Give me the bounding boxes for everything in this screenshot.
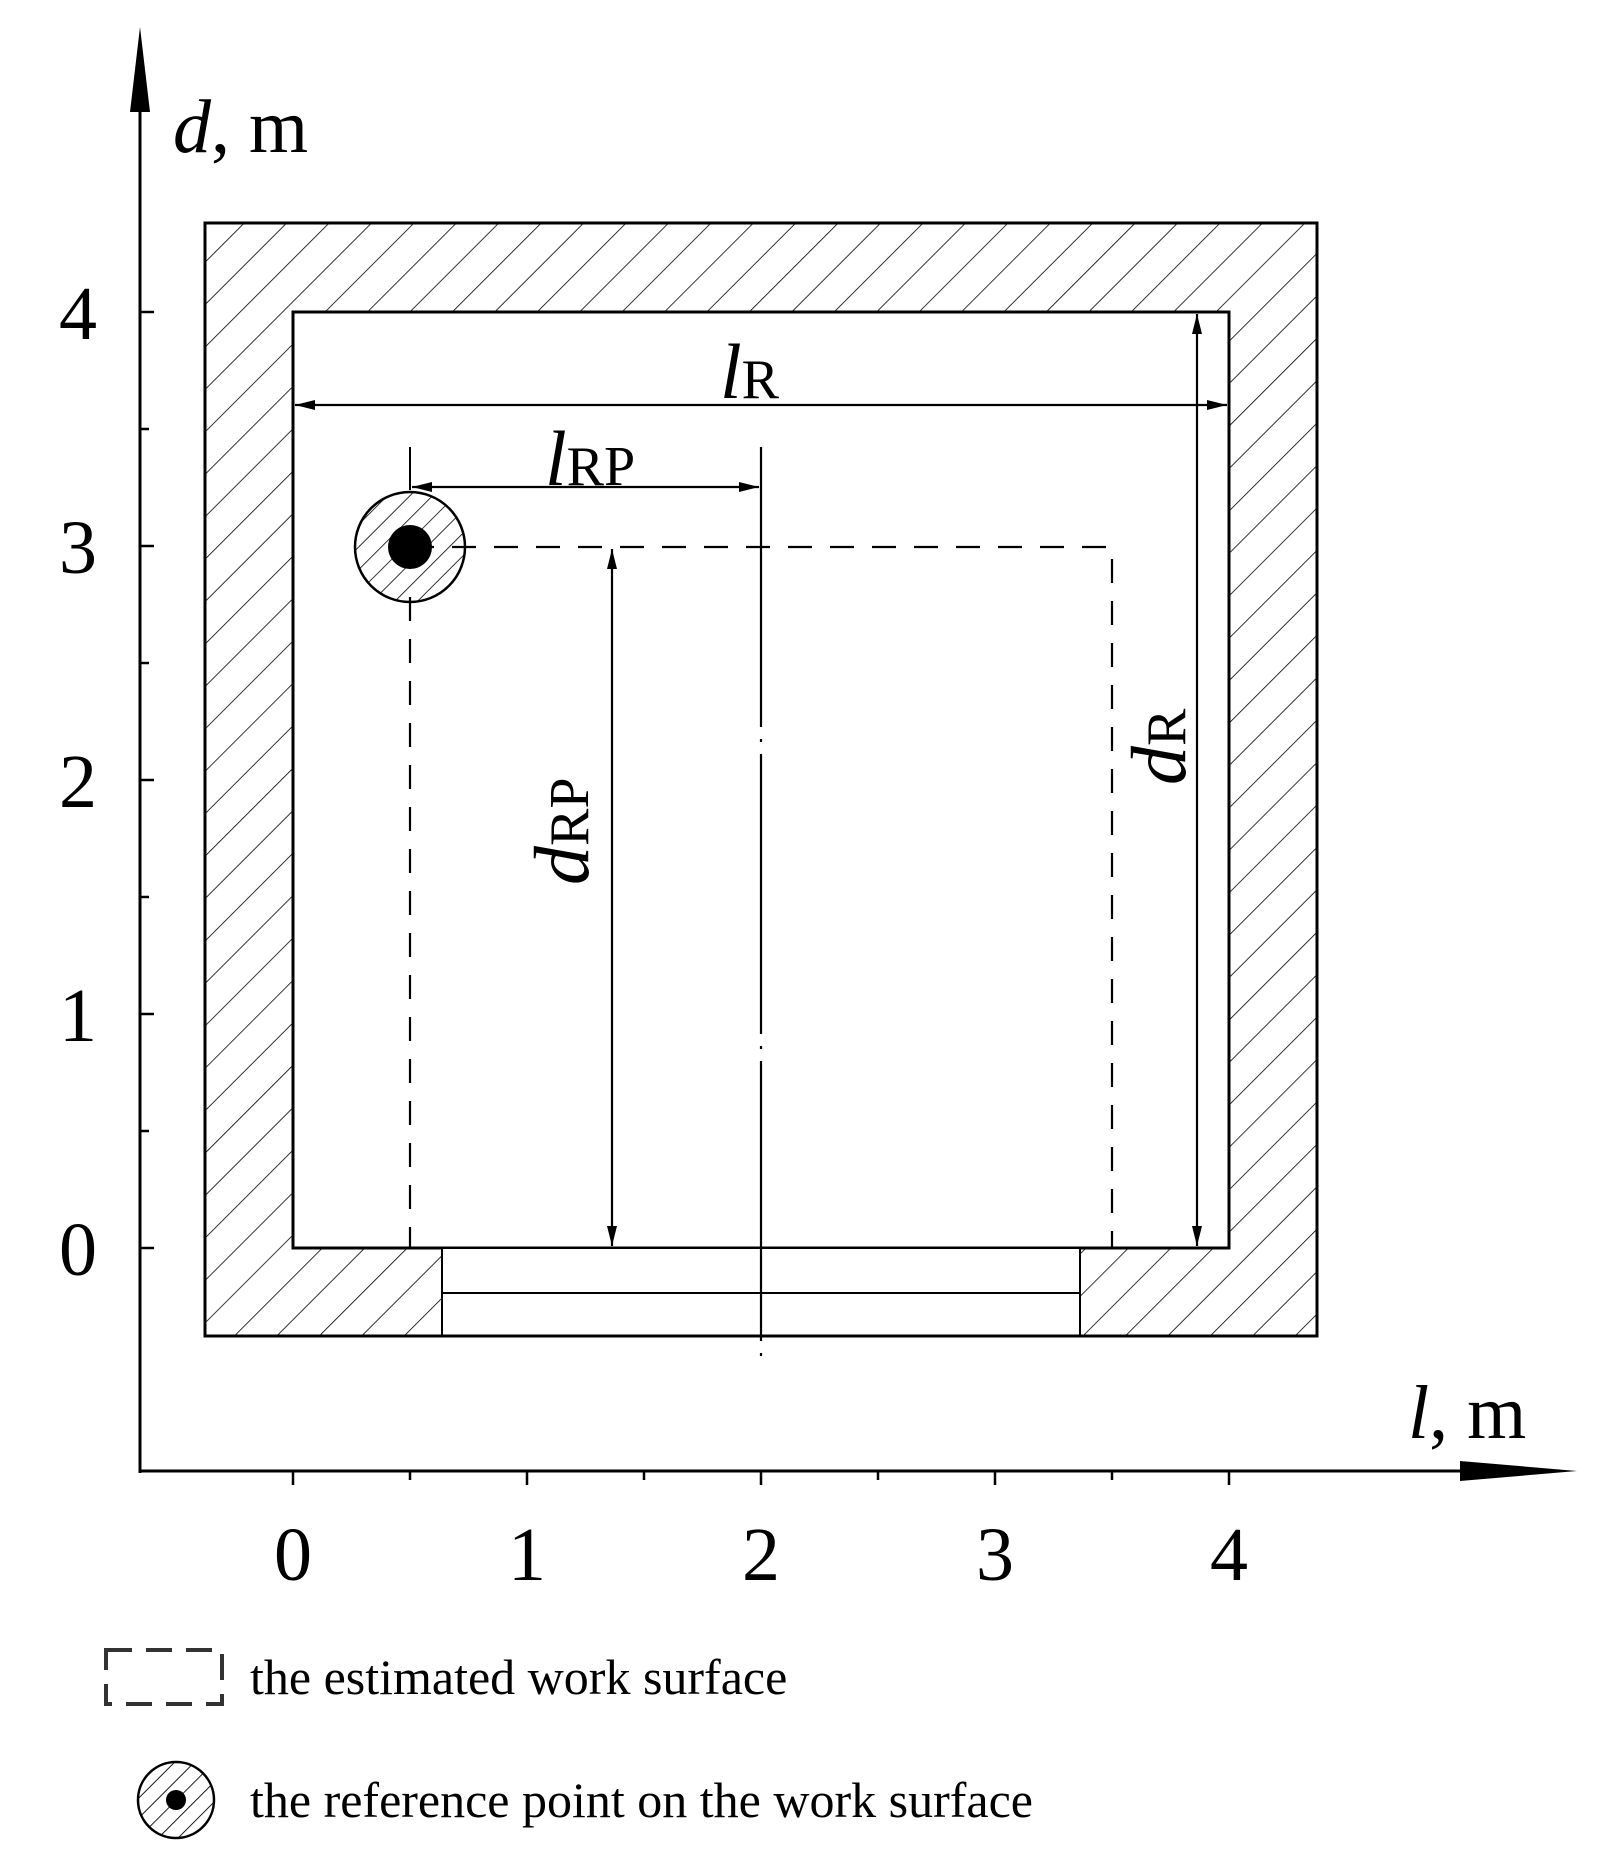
hatched-circle-icon xyxy=(136,1760,216,1840)
dimension-lR-label: lR xyxy=(720,328,780,415)
x-axis-ticks xyxy=(291,1471,1231,1485)
x-axis-label: l, m xyxy=(1408,1371,1526,1455)
y-axis-arrow xyxy=(130,27,150,112)
work-surface-outline xyxy=(408,545,1114,1248)
y-tick-label: 4 xyxy=(59,272,97,356)
axes: 0 1 2 3 4 0 1 2 3 4 d, m l, m xyxy=(59,27,1577,1597)
dimension-dRP-label: dRP xyxy=(518,778,605,886)
reference-point xyxy=(353,490,467,604)
dashed-rectangle-icon xyxy=(104,1648,224,1706)
legend-item-reference-point: the reference point on the work surface xyxy=(100,1760,1033,1840)
x-tick-label: 0 xyxy=(274,1513,312,1597)
dimension-lRP: lRP xyxy=(412,415,759,502)
dimension-lR: lR xyxy=(295,328,1227,415)
x-axis-tick-labels: 0 1 2 3 4 xyxy=(274,1513,1248,1597)
x-tick-label: 4 xyxy=(1210,1513,1248,1597)
x-tick-label: 2 xyxy=(742,1513,780,1597)
y-tick-label: 3 xyxy=(59,506,97,590)
x-axis-arrow xyxy=(1460,1461,1577,1481)
x-tick-label: 1 xyxy=(508,1513,546,1597)
dimension-lRP-label: lRP xyxy=(545,415,635,502)
y-tick-label: 1 xyxy=(59,974,97,1058)
y-tick-label: 0 xyxy=(59,1208,97,1292)
dimension-dR-label: dR xyxy=(1115,708,1202,785)
dimension-dRP: dRP xyxy=(518,549,617,1246)
x-tick-label: 3 xyxy=(976,1513,1014,1597)
y-axis-label: d, m xyxy=(173,85,308,169)
legend-label-reference-point: the reference point on the work surface xyxy=(250,1772,1033,1828)
dimension-dR: dR xyxy=(1115,314,1202,1246)
reference-point-dot xyxy=(388,525,432,569)
y-tick-label: 2 xyxy=(59,740,97,824)
y-axis-tick-labels: 0 1 2 3 4 xyxy=(59,272,97,1292)
legend-item-work-surface: the estimated work surface xyxy=(100,1637,787,1717)
y-axis-ticks xyxy=(140,310,154,1250)
legend-label-work-surface: the estimated work surface xyxy=(250,1649,788,1705)
